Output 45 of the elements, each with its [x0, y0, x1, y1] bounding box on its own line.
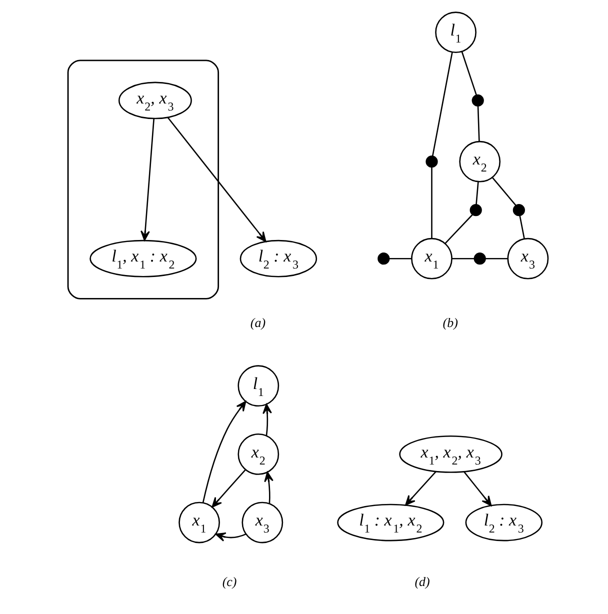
connector	[461, 52, 477, 96]
label: (a)	[250, 315, 266, 330]
node-dot	[470, 204, 482, 216]
arrow	[140, 118, 155, 241]
label: (b)	[442, 315, 458, 330]
node-dot	[474, 252, 486, 265]
node-ellipse: l$_{2}$ : x$_{3}$	[240, 240, 318, 278]
node-circle: x$_{2}$	[459, 140, 501, 182]
node-circle: l$_{1}$	[435, 12, 476, 54]
arrow	[212, 469, 246, 508]
node-circle: l$_{1}$	[238, 365, 280, 407]
arrow	[202, 400, 246, 503]
label: (c)	[222, 574, 237, 590]
connector	[477, 106, 480, 142]
node-ellipse: x$_{1}$, x$_{2}$, x$_{3}$	[399, 436, 502, 473]
connector	[476, 182, 479, 205]
node-circle: x$_{3}$	[242, 502, 284, 544]
node-ellipse: l$_{1}$ : x$_{1}$, x$_{2}$	[337, 504, 444, 542]
connector	[389, 258, 412, 260]
node-circle: x$_{2}$	[238, 434, 280, 475]
node-dot	[472, 94, 484, 107]
node-dot	[378, 252, 390, 265]
connector	[444, 214, 473, 244]
node-dot	[426, 156, 438, 168]
connector	[485, 258, 508, 260]
arrow	[215, 532, 246, 542]
arrow	[405, 471, 436, 506]
connector	[492, 177, 516, 206]
connector	[519, 216, 525, 239]
node-circle: x$_{1}$	[411, 238, 452, 280]
connector	[432, 52, 453, 156]
cluster	[67, 60, 220, 300]
arrow	[264, 472, 274, 504]
arrow	[262, 404, 272, 436]
node-circle: x$_{3}$	[507, 238, 549, 280]
connector	[431, 167, 432, 238]
connector	[452, 258, 474, 260]
node-dot	[512, 204, 525, 216]
node-circle: x$_{1}$	[178, 502, 220, 544]
arrow	[464, 472, 492, 506]
arrow	[167, 117, 266, 242]
node-ellipse: x$_{2}$, x$_{3}$	[118, 82, 192, 120]
label: (d)	[414, 574, 430, 590]
node-ellipse: l$_{2}$ : x$_{3}$	[465, 504, 543, 542]
node-ellipse: l$_{1}$, x$_{1}$ : x$_{2}$	[90, 240, 197, 278]
